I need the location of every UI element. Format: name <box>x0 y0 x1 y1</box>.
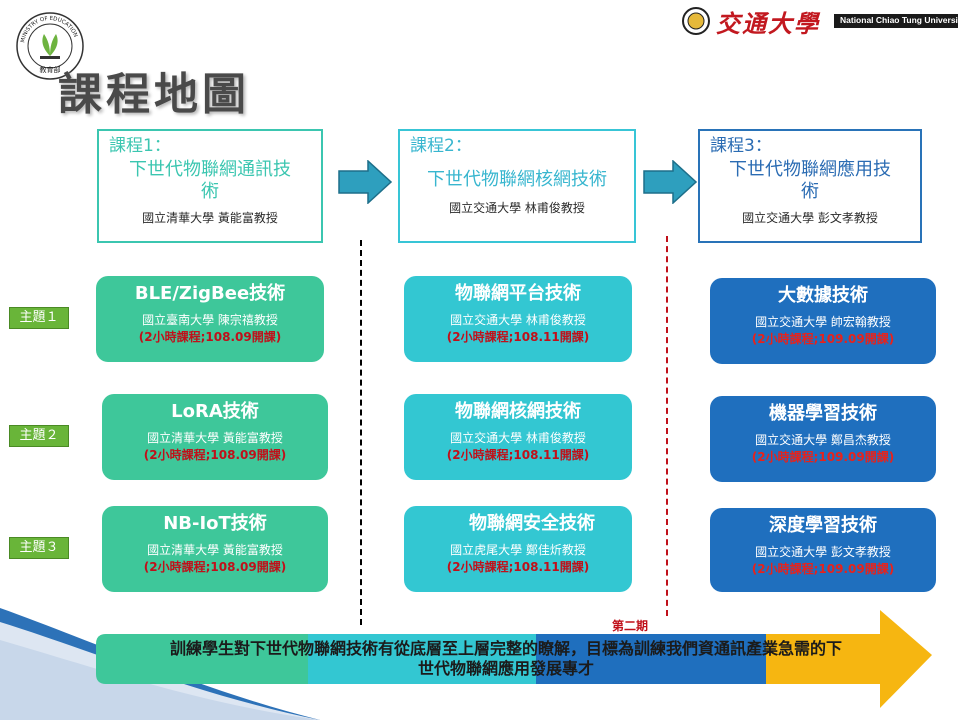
course-1-name-2: 術 <box>201 181 219 202</box>
topic-name: 大數據技術 <box>778 285 868 306</box>
arrow-right-icon <box>338 160 392 204</box>
topic-name: NB-IoT技術 <box>163 513 267 534</box>
topic-card: NB-IoT技術 國立清華大學 黃能富教授 (2小時課程;108.09開課) <box>102 506 328 592</box>
topic-card: 機器學習技術 國立交通大學 鄭昌杰教授 (2小時課程;109.09開課) <box>710 396 936 482</box>
course-2-head: 課程2： <box>410 136 472 156</box>
nctu-en-name: National Chiao Tung University <box>840 15 960 25</box>
ministry-cn-text: 教育部 <box>40 65 61 74</box>
course-2-name: 下世代物聯網核網技術 <box>427 169 607 190</box>
topic-schedule: (2小時課程;109.09開課) <box>751 332 895 346</box>
topic-card: 深度學習技術 國立交通大學 彭文孝教授 (2小時課程;109.09開課) <box>710 508 936 592</box>
nctu-cn-name: 交通大學 <box>716 9 820 38</box>
theme-label-3: 主題３ <box>9 537 69 559</box>
goal-text-line-1: 訓練學生對下世代物聯網技術有從底層至上層完整的瞭解，目標為訓練我們資通訊產業急需… <box>169 639 842 658</box>
divider-line <box>360 240 362 625</box>
course-2-box: 課程2： 下世代物聯網核網技術 國立交通大學 林甫俊教授 <box>398 129 636 243</box>
course-3-head: 課程3： <box>710 136 772 156</box>
topic-schedule: (2小時課程;108.11開課) <box>446 560 590 574</box>
nctu-banner: 交通大學 National Chiao Tung University <box>674 4 960 38</box>
goal-text-line-2: 世代物聯網應用發展專才 <box>417 659 594 678</box>
topic-prof: 國立交通大學 彭文孝教授 <box>755 545 891 559</box>
theme-label-2: 主題２ <box>9 425 69 447</box>
topic-card: 物聯網核網技術 國立交通大學 林甫俊教授 (2小時課程;108.11開課) <box>404 394 632 480</box>
course-3-prof: 國立交通大學 彭文孝教授 <box>742 211 878 225</box>
topic-card: 物聯網安全技術 國立虎尾大學 鄭佳炘教授 (2小時課程;108.11開課) <box>404 506 632 592</box>
topic-card: 物聯網平台技術 國立交通大學 林甫俊教授 (2小時課程;108.11開課) <box>404 276 632 362</box>
arrow-right-icon <box>643 160 697 204</box>
topic-prof: 國立臺南大學 陳宗禧教授 <box>142 313 278 327</box>
topic-schedule: (2小時課程;109.09開課) <box>751 450 895 464</box>
topic-prof: 國立交通大學 林甫俊教授 <box>450 313 586 327</box>
topic-schedule: (2小時課程;108.11開課) <box>446 330 590 344</box>
course-1-prof: 國立清華大學 黃能富教授 <box>142 211 278 225</box>
phase-divider-line <box>666 236 668 616</box>
course-3-name: 下世代物聯網應用技 <box>729 159 891 180</box>
topic-prof: 國立虎尾大學 鄭佳炘教授 <box>450 543 586 557</box>
topic-name: 深度學習技術 <box>769 515 877 536</box>
topic-name: BLE/ZigBee技術 <box>134 283 286 304</box>
topic-schedule: (2小時課程;108.09開課) <box>143 560 287 574</box>
ministry-of-education-logo: 教育部 MINISTRY OF EDUCATION <box>16 12 84 80</box>
topic-prof: 國立交通大學 林甫俊教授 <box>450 431 586 445</box>
topic-prof: 國立交通大學 鄭昌杰教授 <box>755 433 891 447</box>
course-3-box: 課程3： 下世代物聯網應用技 術 國立交通大學 彭文孝教授 <box>698 129 922 243</box>
course-2-prof: 國立交通大學 林甫俊教授 <box>449 201 585 215</box>
topic-schedule: (2小時課程;108.09開課) <box>143 448 287 462</box>
course-3-name-2: 術 <box>801 181 819 202</box>
topic-name: 物聯網安全技術 <box>469 513 595 534</box>
topic-card: 大數據技術 國立交通大學 帥宏翰教授 (2小時課程;109.09開課) <box>710 278 936 364</box>
topic-prof: 國立交通大學 帥宏翰教授 <box>755 315 891 329</box>
topic-schedule: (2小時課程;108.11開課) <box>446 448 590 462</box>
topic-card: BLE/ZigBee技術 國立臺南大學 陳宗禧教授 (2小時課程;108.09開… <box>96 276 324 362</box>
phase-2-label: 第二期 <box>612 619 649 633</box>
topic-name: 機器學習技術 <box>769 403 877 424</box>
goal-text: 訓練學生對下世代物聯網技術有從底層至上層完整的瞭解，目標為訓練我們資通訊產業急需… <box>96 639 916 679</box>
decorative-sweep <box>0 608 320 720</box>
topic-card: LoRA技術 國立清華大學 黃能富教授 (2小時課程;108.09開課) <box>102 394 328 480</box>
topic-prof: 國立清華大學 黃能富教授 <box>147 431 283 445</box>
goal-arrow <box>96 610 932 708</box>
course-1-head: 課程1： <box>109 136 171 156</box>
topic-name: 物聯網平台技術 <box>455 283 581 304</box>
topic-prof: 國立清華大學 黃能富教授 <box>147 543 283 557</box>
course-1-box: 課程1： 下世代物聯網通訊技 術 國立清華大學 黃能富教授 <box>97 129 323 243</box>
theme-label-1: 主題１ <box>9 307 69 329</box>
topic-schedule: (2小時課程;109.09開課) <box>751 562 895 576</box>
topic-schedule: (2小時課程;108.09開課) <box>138 330 282 344</box>
topic-name: 物聯網核網技術 <box>455 401 581 422</box>
course-1-name: 下世代物聯網通訊技 <box>129 159 291 180</box>
page-title: 課程地圖 <box>58 69 250 120</box>
topic-name: LoRA技術 <box>171 401 259 422</box>
